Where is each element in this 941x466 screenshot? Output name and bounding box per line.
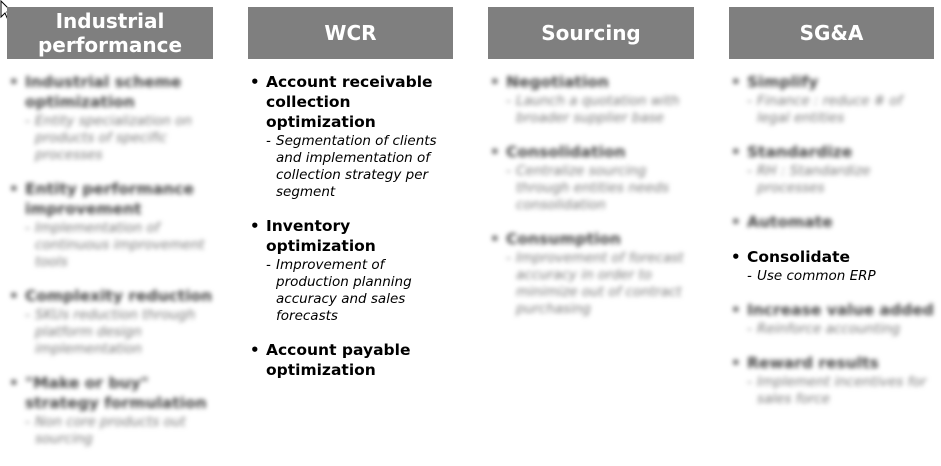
- item-list: • Negotiation -Launch a quotation with b…: [488, 72, 694, 318]
- item-detail: -Launch a quotation with broader supplie…: [506, 93, 680, 126]
- bullet: •: [731, 354, 741, 372]
- list-item: • Entity performance improvement -Implem…: [7, 179, 213, 271]
- item-detail: -Entity specialization on products of sp…: [25, 113, 192, 163]
- item-title: Standardize: [747, 143, 853, 161]
- list-item: • Account payable optimization: [248, 340, 453, 380]
- bullet: •: [490, 73, 500, 91]
- item-detail: -Finance : reduce # of legal entities: [747, 93, 903, 126]
- item-detail: -Centralize sourcing through entities ne…: [506, 163, 669, 213]
- column-header: WCR: [248, 7, 453, 59]
- item-list: • Account receivable collection optimiza…: [248, 72, 453, 380]
- bullet: •: [250, 217, 260, 235]
- bullet: •: [731, 143, 741, 161]
- column-industrial-performance: Industrial performance • Industrial sche…: [7, 7, 213, 448]
- bullet: •: [250, 73, 260, 91]
- item-title: Increase value added: [747, 301, 934, 319]
- item-detail: -Implementation of continuous improvemen…: [25, 220, 205, 270]
- item-list: • Industrial scheme optimization -Entity…: [7, 72, 213, 448]
- bullet: •: [9, 287, 19, 305]
- item-detail: -Improvement of forecast accuracy in ord…: [506, 250, 684, 317]
- bullet: •: [490, 230, 500, 248]
- item-detail: -SKUs reduction through platform design …: [25, 307, 196, 357]
- column-wcr: WCR • Account receivable collection opti…: [248, 7, 453, 380]
- column-sourcing: Sourcing • Negotiation -Launch a quotati…: [488, 7, 694, 318]
- item-title: Consolidation: [506, 143, 626, 161]
- item-detail: -Reinforce accounting: [747, 321, 901, 337]
- item-title: Industrial scheme optimization: [25, 73, 182, 111]
- list-item: • Inventory optimization -Improvement of…: [248, 216, 453, 325]
- list-item: • Account receivable collection optimiza…: [248, 72, 453, 201]
- item-title: Entity performance improvement: [25, 180, 194, 218]
- bullet: •: [250, 341, 260, 359]
- item-title: Automate: [747, 213, 833, 231]
- item-detail: -RH : Standardize processes: [747, 163, 871, 196]
- item-title: Simplify: [747, 73, 819, 91]
- item-list: • Simplify -Finance : reduce # of legal …: [729, 72, 934, 408]
- list-item: • Negotiation -Launch a quotation with b…: [488, 72, 694, 127]
- list-item: • "Make or buy" strategy formulation -No…: [7, 373, 213, 448]
- item-title: Consolidate: [747, 248, 851, 266]
- item-title: "Make or buy" strategy formulation: [25, 374, 207, 412]
- bullet: •: [490, 143, 500, 161]
- item-detail: -Non core products out sourcing: [25, 414, 186, 447]
- column-header: SG&A: [729, 7, 934, 59]
- column-header: Sourcing: [488, 7, 694, 59]
- item-title: Consumption: [506, 230, 621, 248]
- list-item: • Reward results -Implement incentives f…: [729, 353, 934, 408]
- item-detail: -Implement incentives for sales force: [747, 374, 927, 407]
- list-item: • Increase value added -Reinforce accoun…: [729, 300, 934, 338]
- bullet: •: [731, 73, 741, 91]
- item-detail: -Use common ERP: [747, 268, 876, 284]
- bullet: •: [731, 301, 741, 319]
- list-item: • Complexity reduction -SKUs reduction t…: [7, 286, 213, 358]
- item-title: Account receivable collection optimizati…: [266, 73, 433, 131]
- bullet: •: [9, 73, 19, 91]
- bullet: •: [9, 180, 19, 198]
- item-title: Complexity reduction: [25, 287, 213, 305]
- list-item: • Automate: [729, 212, 934, 232]
- list-item: • Standardize -RH : Standardize processe…: [729, 142, 934, 197]
- item-detail: -Improvement of production planning accu…: [266, 257, 412, 324]
- list-item: • Consumption -Improvement of forecast a…: [488, 229, 694, 318]
- bullet: •: [731, 213, 741, 231]
- item-detail: -Segmentation of clients and implementat…: [266, 133, 437, 200]
- list-item: • Consolidation -Centralize sourcing thr…: [488, 142, 694, 214]
- bullet: •: [9, 374, 19, 392]
- item-title: Inventory optimization: [266, 217, 376, 255]
- item-title: Account payable optimization: [266, 341, 411, 379]
- list-item: • Consolidate -Use common ERP: [729, 247, 934, 285]
- bullet: •: [731, 248, 741, 266]
- list-item: • Simplify -Finance : reduce # of legal …: [729, 72, 934, 127]
- item-title: Negotiation: [506, 73, 609, 91]
- item-title: Reward results: [747, 354, 879, 372]
- column-sga: SG&A • Simplify -Finance : reduce # of l…: [729, 7, 934, 408]
- column-header: Industrial performance: [7, 7, 213, 59]
- list-item: • Industrial scheme optimization -Entity…: [7, 72, 213, 164]
